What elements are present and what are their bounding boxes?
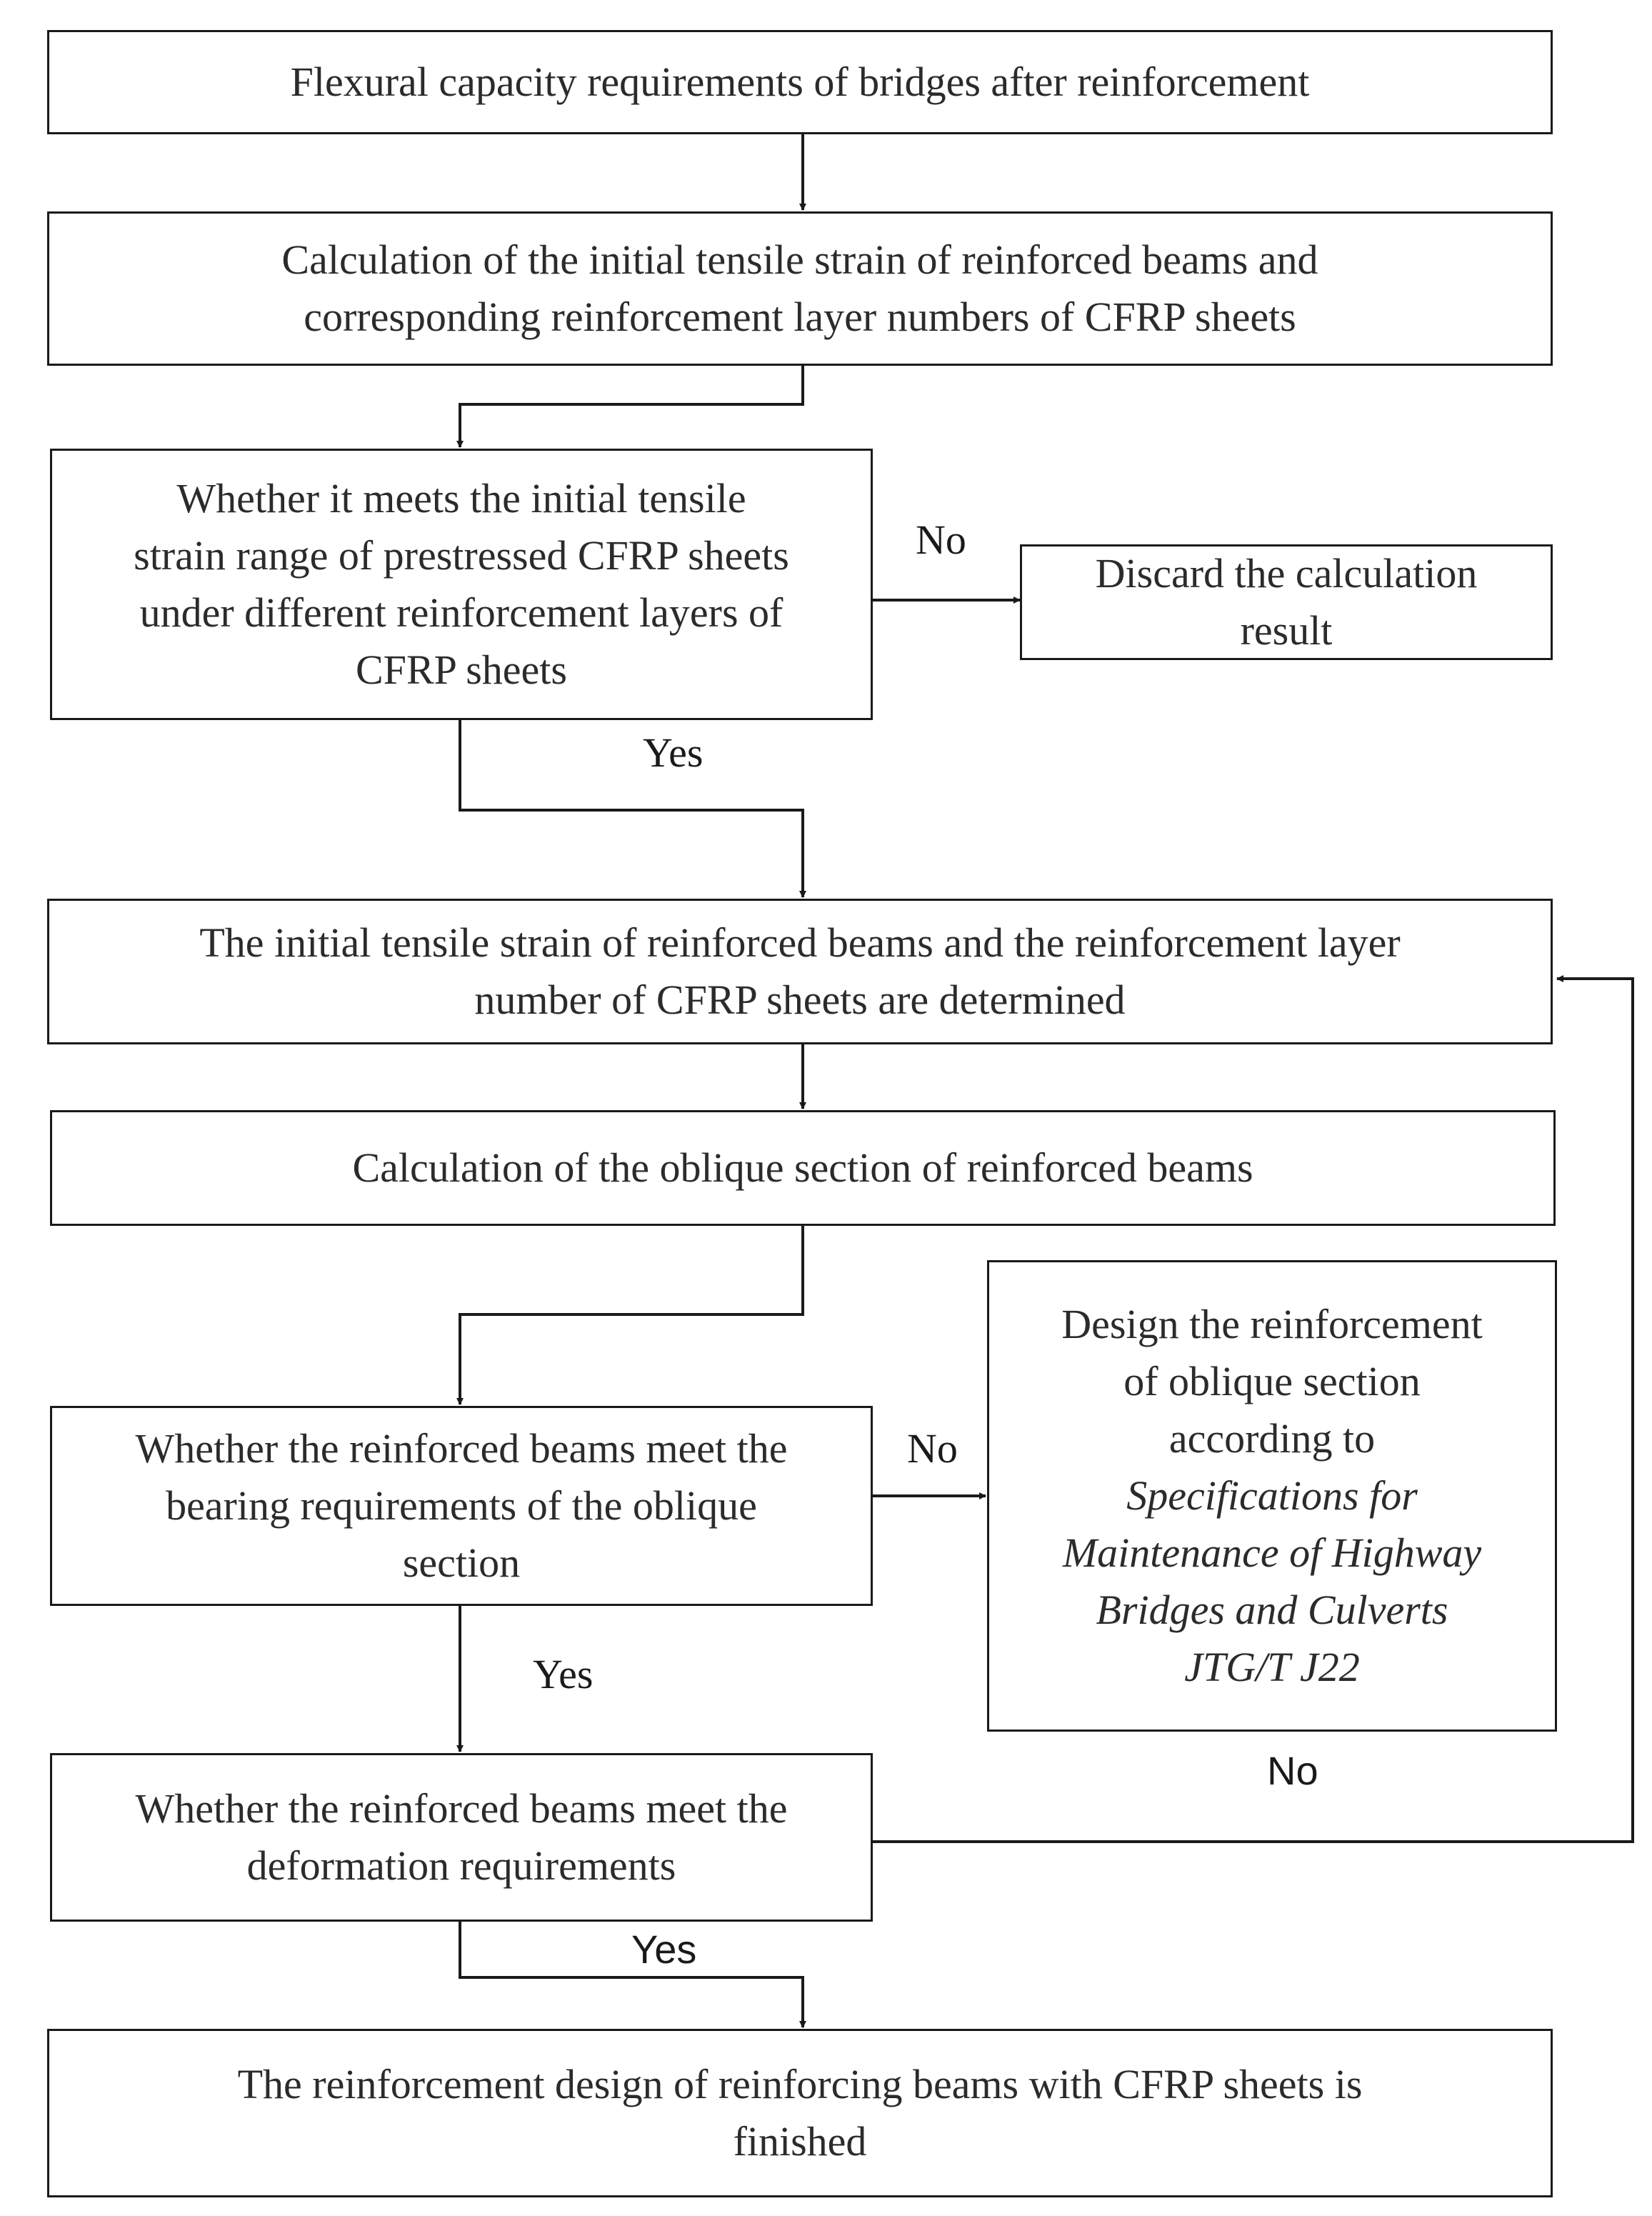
arrow-n2-n3 — [456, 366, 804, 448]
text-line: section — [402, 1539, 521, 1586]
arrow-n9-n10 — [459, 1922, 806, 2028]
text-line: Specifications for — [1126, 1472, 1418, 1519]
node-n10-text: The reinforcement design of reinforcing … — [238, 2056, 1363, 2170]
arrow-n3-n5 — [459, 720, 806, 898]
text-line: Whether the reinforced beams meet the — [135, 1425, 788, 1472]
node-n3-text: Whether it meets the initial tensile stra… — [134, 470, 789, 699]
arrow-n6-n7 — [456, 1226, 804, 1405]
node-n1-text: Flexural capacity requirements of bridge… — [291, 54, 1310, 111]
node-strain-and-layers-determined: The initial tensile strain of reinforced… — [47, 899, 1553, 1044]
node-n4-text: Discard the calculation result — [1096, 545, 1478, 659]
node-design-oblique-reinforcement: Design the reinforcement of oblique secti… — [987, 1260, 1557, 1732]
text-line: The initial tensile strain of reinforced… — [199, 919, 1401, 966]
text-line: Design the reinforcement — [1061, 1301, 1483, 1347]
text-line: bearing requirements of the oblique — [166, 1482, 757, 1529]
node-calculate-initial-tensile-strain: Calculation of the initial tensile strai… — [47, 211, 1553, 366]
edge-label-no-discard: No — [916, 516, 966, 563]
text-line: Calculation of the initial tensile strai… — [281, 236, 1318, 283]
edge-label-no-design: No — [907, 1425, 958, 1472]
node-design-finished: The reinforcement design of reinforcing … — [47, 2029, 1553, 2197]
node-n5-text: The initial tensile strain of reinforced… — [199, 914, 1400, 1029]
node-n8-text: Design the reinforcement of oblique secti… — [1061, 1296, 1482, 1696]
text-line: number of CFRP sheets are determined — [474, 977, 1126, 1023]
node-n2-text: Calculation of the initial tensile strai… — [281, 231, 1318, 346]
text-line: according to — [1168, 1415, 1376, 1462]
text-line: strain range of prestressed CFRP sheets — [134, 532, 789, 579]
text-line: under different reinforcement layers of — [139, 589, 784, 636]
text-line: Maintenance of Highway — [1062, 1529, 1482, 1576]
text-line: Discard the calculation — [1095, 550, 1478, 597]
edge-label-yes-determined: Yes — [643, 729, 704, 776]
text-line: Bridges and Culverts — [1096, 1587, 1448, 1633]
edge-label-no-loop: No — [1267, 1748, 1318, 1793]
decision-deformation-requirements: Whether the reinforced beams meet the def… — [50, 1753, 873, 1922]
node-oblique-section-calculation: Calculation of the oblique section of re… — [50, 1110, 1556, 1226]
text-line: Flexural capacity requirements of bridge… — [290, 59, 1310, 105]
text-line: Whether it meets the initial tensile — [176, 475, 746, 521]
edge-label-yes-deformation: Yes — [533, 1651, 594, 1697]
arrow-n9-n5-loop — [873, 975, 1634, 1843]
text-line: Whether the reinforced beams meet the — [135, 1785, 788, 1832]
node-flexural-capacity-requirements: Flexural capacity requirements of bridge… — [47, 30, 1553, 134]
text-line: finished — [733, 2118, 867, 2165]
decision-bearing-requirements: Whether the reinforced beams meet the bea… — [50, 1406, 873, 1606]
node-discard-result: Discard the calculation result — [1020, 544, 1553, 660]
text-line: The reinforcement design of reinforcing … — [237, 2061, 1363, 2107]
text-line: corresponding reinforcement layer number… — [304, 294, 1296, 340]
decision-meets-strain-range: Whether it meets the initial tensile stra… — [50, 449, 873, 720]
edge-label-yes-finished: Yes — [631, 1927, 697, 1972]
node-n9-text: Whether the reinforced beams meet the def… — [135, 1780, 787, 1895]
node-n7-text: Whether the reinforced beams meet the bea… — [135, 1420, 787, 1592]
text-line: Calculation of the oblique section of re… — [352, 1144, 1253, 1191]
text-line: of oblique section — [1123, 1358, 1421, 1404]
text-line: CFRP sheets — [356, 647, 567, 693]
text-line: JTG/T J22 — [1184, 1644, 1360, 1690]
node-n6-text: Calculation of the oblique section of re… — [352, 1139, 1253, 1197]
text-line: result — [1240, 607, 1333, 654]
text-line: deformation requirements — [246, 1842, 676, 1889]
